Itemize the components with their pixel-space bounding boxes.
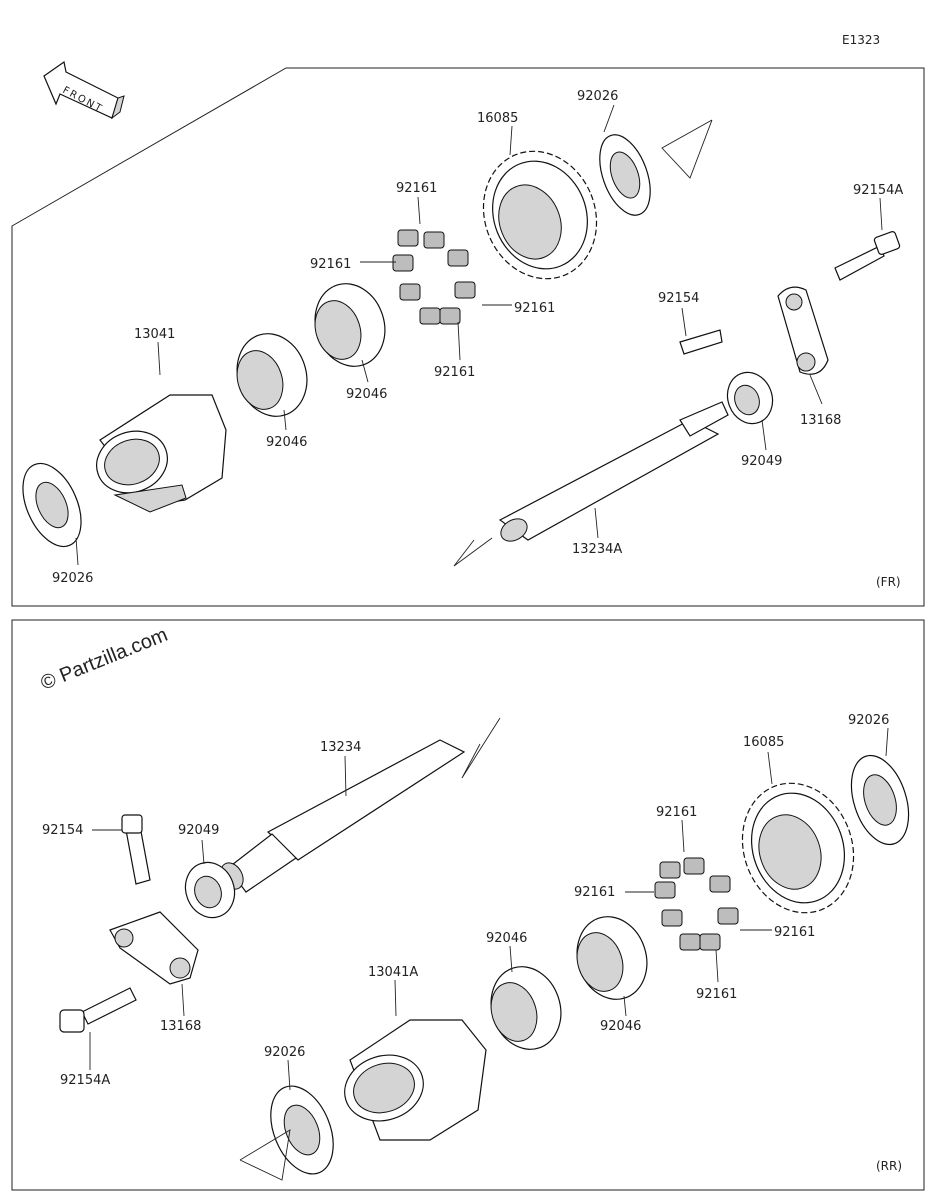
label-92161: 92161 [396, 181, 437, 196]
label-92046: 92046 [266, 435, 307, 450]
label-92161: 92161 [574, 885, 615, 900]
label-16085: 16085 [743, 735, 784, 750]
label-13041: 13041 [134, 327, 175, 342]
bolt-92154A-front [834, 231, 901, 281]
part-labels-rear: 92026 16085 13234 92154 92049 92161 9216… [42, 713, 889, 1088]
shaft-arrow-icon [461, 717, 501, 779]
leader-lines-front [75, 104, 883, 566]
leader-lines-rear [89, 727, 889, 1091]
label-92026: 92026 [848, 713, 889, 728]
label-13041A: 13041A [368, 965, 418, 980]
needle-bearing-92046-rear-a [576, 916, 648, 1000]
gear-16085-front [482, 150, 598, 280]
label-92161: 92161 [434, 365, 475, 380]
label-92046: 92046 [346, 387, 387, 402]
label-92161: 92161 [310, 257, 351, 272]
housing-13041A [344, 1019, 487, 1141]
label-92161: 92161 [656, 805, 697, 820]
bolt-92154-front [679, 329, 723, 355]
shaft-13234A [498, 401, 729, 542]
label-92161: 92161 [774, 925, 815, 940]
label-92049: 92049 [178, 823, 219, 838]
needle-bearing-92046-rear-b [490, 966, 562, 1050]
panel-position-rear: (RR) [876, 1159, 902, 1173]
bolt-92154-rear [121, 814, 151, 885]
lever-13168-front [777, 286, 829, 375]
needle-bearing-92046-front-a [314, 283, 386, 367]
washer-92026-rear-upper [850, 754, 910, 846]
rear-panel-frame [11, 619, 925, 1191]
watermark: © Partzilla.com [38, 624, 171, 695]
ball-bearing-92049-rear [184, 861, 236, 919]
washer-92026-front-lower [22, 462, 82, 548]
label-13168: 13168 [160, 1019, 201, 1034]
front-panel-frame [11, 67, 925, 607]
washer-92026-top [599, 134, 651, 216]
needle-cage-92161-rear [654, 857, 739, 951]
label-92161: 92161 [514, 301, 555, 316]
label-92154A: 92154A [60, 1073, 110, 1088]
label-13168: 13168 [800, 413, 841, 428]
label-92154: 92154 [658, 291, 699, 306]
shaft-13234 [220, 739, 466, 893]
housing-13041 [96, 394, 227, 513]
needle-cage-92161-front [392, 229, 476, 325]
label-92161: 92161 [696, 987, 737, 1002]
label-16085: 16085 [477, 111, 518, 126]
label-92026: 92026 [577, 89, 618, 104]
diagram-id: E1323 [842, 33, 880, 47]
front-arrow-icon: FRONT [43, 60, 125, 120]
label-92046: 92046 [600, 1019, 641, 1034]
gear-16085-rear [741, 782, 855, 914]
label-92154: 92154 [42, 823, 83, 838]
direction-arrow-icon [661, 119, 713, 179]
bolt-92154A-rear [59, 987, 137, 1033]
label-92154A: 92154A [853, 183, 903, 198]
label-92046: 92046 [486, 931, 527, 946]
shaft-arrow-icon [453, 537, 493, 567]
label-92026: 92026 [264, 1045, 305, 1060]
lever-13168-rear [109, 911, 199, 985]
ball-bearing-92049-front [726, 371, 774, 425]
label-13234A: 13234A [572, 542, 622, 557]
needle-bearing-92046-front-b [236, 333, 308, 417]
direction-arrow-icon [239, 1129, 291, 1181]
label-92049: 92049 [741, 454, 782, 469]
label-92026: 92026 [52, 571, 93, 586]
panel-position-front: (FR) [876, 575, 901, 589]
part-labels-front: 92026 16085 92161 92161 92161 92161 9215… [52, 89, 903, 586]
label-13234: 13234 [320, 740, 361, 755]
washer-92026-rear-lower [270, 1085, 334, 1175]
